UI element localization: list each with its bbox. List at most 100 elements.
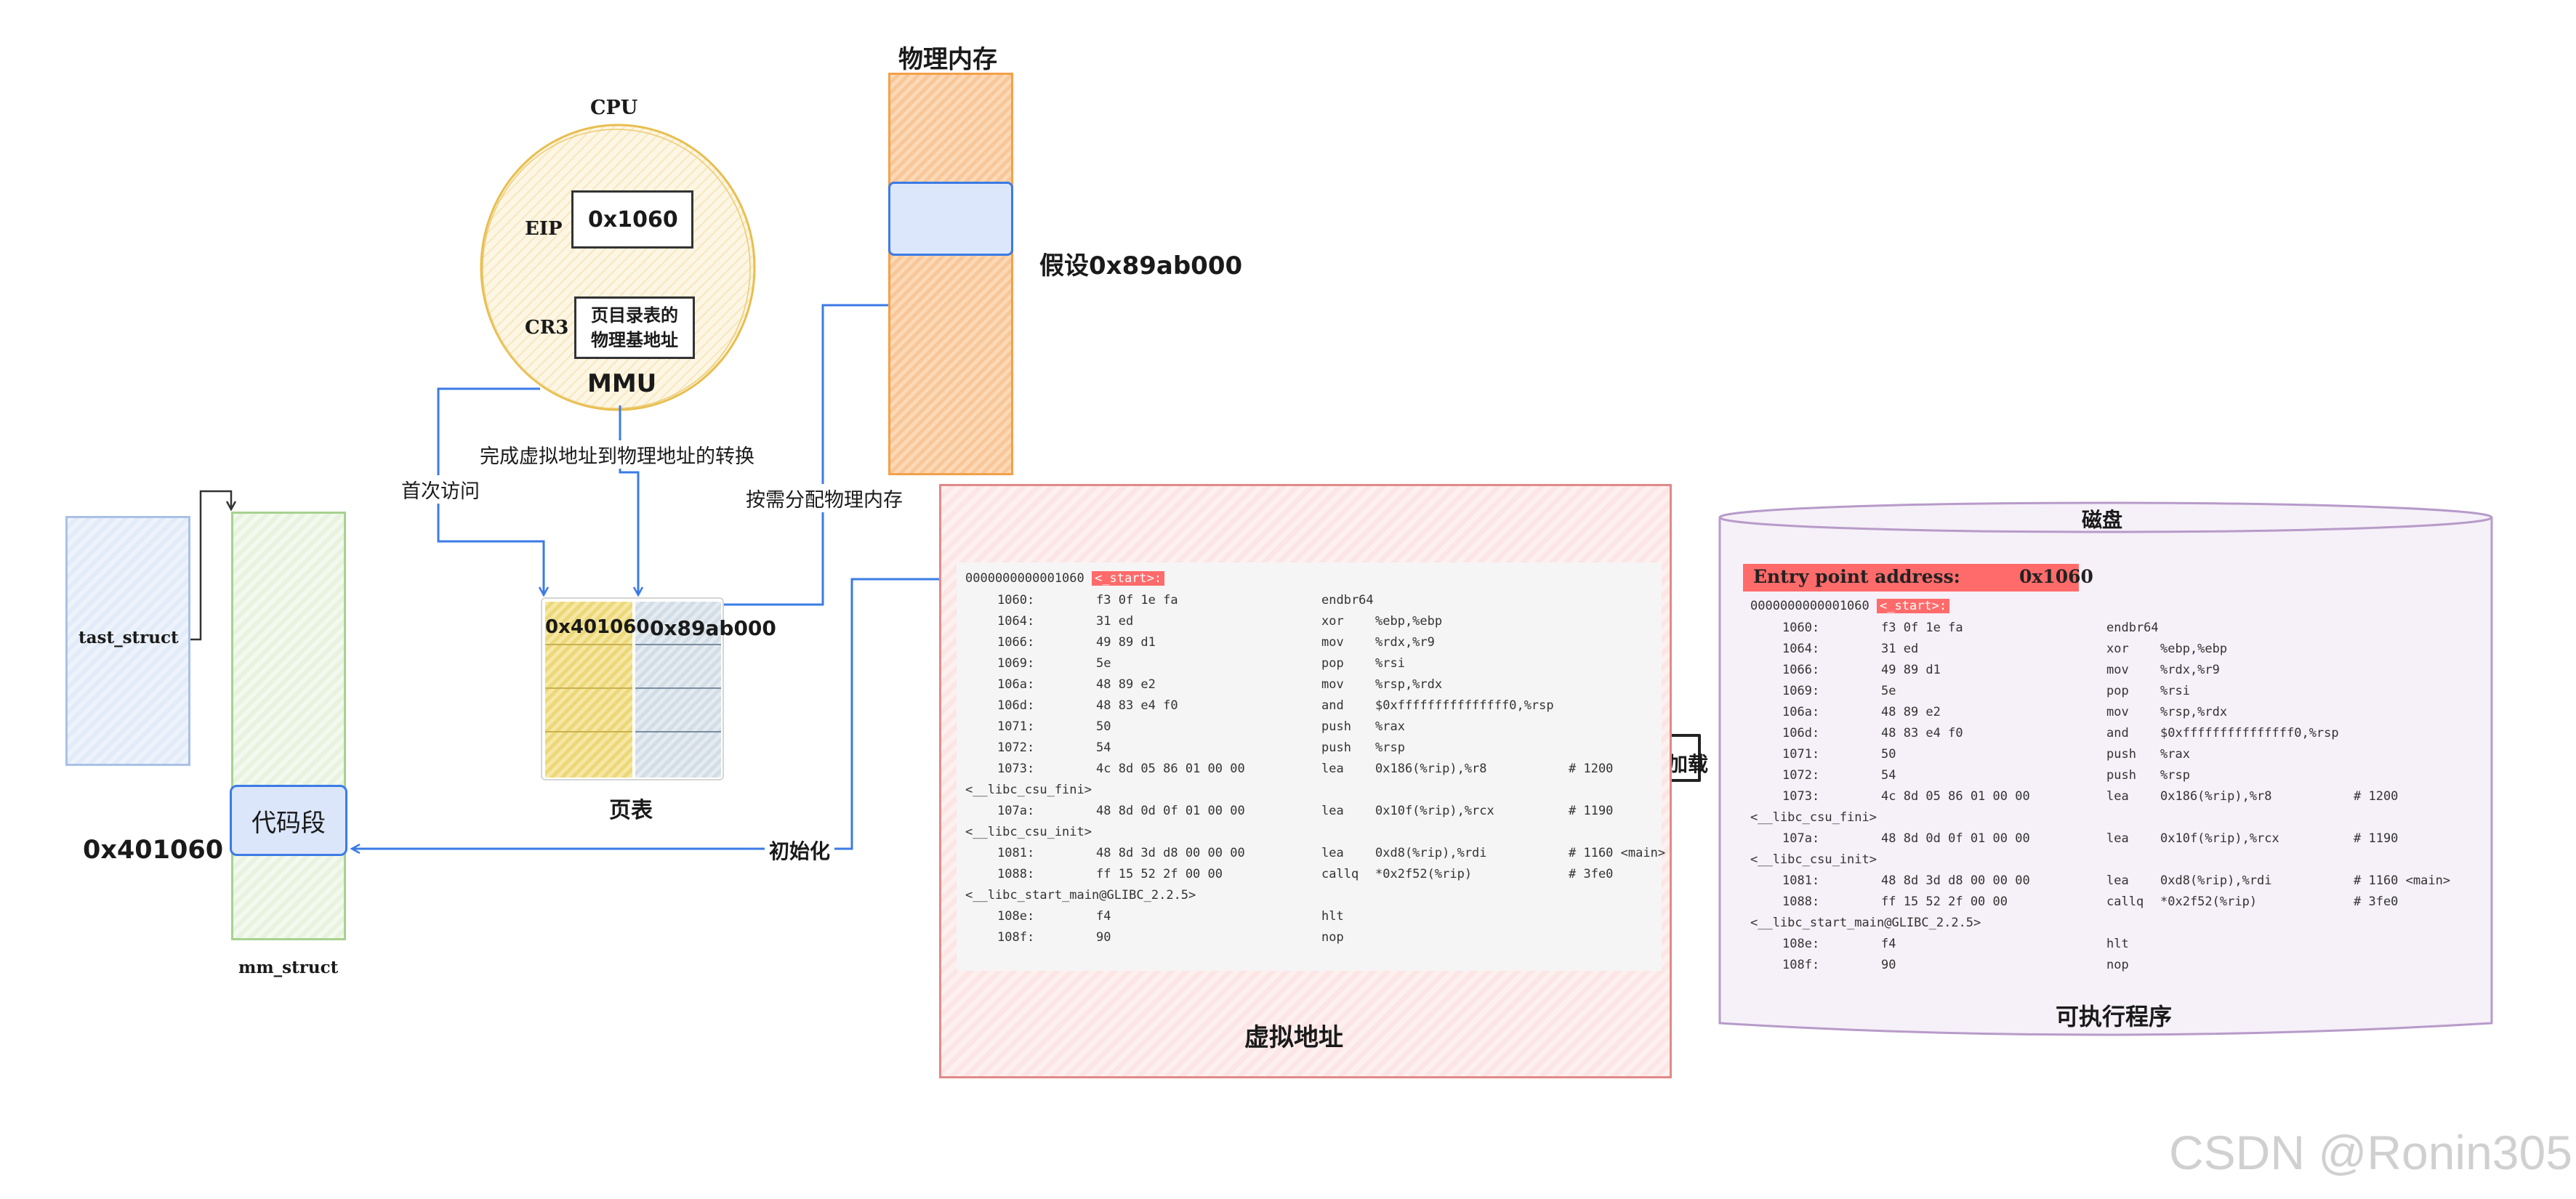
code-symbol-line: <__libc_csu_fini>	[965, 780, 1663, 801]
entry-point-bar: Entry point address: 0x1060	[1743, 564, 2093, 592]
virtual-start-address: 0000000000001060	[965, 571, 1084, 586]
code-bytes: 48 89 e2	[1096, 677, 1156, 692]
code-bytes: 90	[1096, 930, 1111, 945]
code-addr: 1088:	[997, 867, 1035, 881]
watermark: CSDN @Ronin305	[2169, 1126, 2572, 1179]
code-addr: 1060:	[1782, 621, 1820, 635]
code-addr: 1072:	[997, 740, 1035, 755]
code-addr: 1081:	[997, 846, 1035, 860]
code-addr: 108f:	[1782, 958, 1820, 972]
code-bytes: f3 0f 1e fa	[1881, 621, 1963, 635]
code-bytes: 48 83 e4 f0	[1096, 698, 1178, 713]
code-symbol-line: <__libc_csu_init>	[1750, 849, 2484, 871]
virtual-code-background	[957, 562, 1662, 971]
load-label: 加载	[1667, 752, 1709, 776]
code-addr: 106a:	[997, 677, 1035, 692]
assumed-physical-address: 假设0x89ab000	[1039, 251, 1243, 280]
code-op: pop	[1321, 656, 1344, 671]
code-text: <__libc_csu_init>	[1750, 852, 1877, 867]
code-op: lea	[1321, 846, 1344, 860]
code-op: push	[2106, 768, 2136, 783]
disk-cylinder	[1718, 501, 2493, 1036]
eip-register: 0x1060	[571, 190, 693, 249]
code-op: lea	[2106, 831, 2129, 846]
page-table-title: 页表	[609, 798, 653, 823]
code-addr: 1073:	[1782, 789, 1820, 804]
code-args: 0xd8(%rip),%rdi	[1375, 846, 1487, 860]
physical-memory-title: 物理内存	[898, 45, 997, 74]
code-instruction-line: 1081: 48 8d 3d d8 00 00 00 lea 0xd8(%rip),%…	[965, 843, 1666, 864]
code-addr: 107a:	[1782, 831, 1820, 846]
code-comment: # 3fe0	[2354, 895, 2399, 909]
code-text: <__libc_start_main@GLIBC_2.2.5>	[1750, 916, 1981, 930]
code-bytes: 4c 8d 05 86 01 00 00	[1881, 789, 2030, 804]
code-args: %rax	[2160, 747, 2190, 762]
code-op: xor	[2106, 642, 2129, 656]
code-bytes: 54	[1096, 740, 1111, 755]
task-struct-label: tast_struct	[79, 628, 179, 647]
code-text: <__libc_csu_fini>	[1750, 810, 1877, 825]
cr3-value-line2: 物理基地址	[591, 330, 678, 350]
cr3-value-line1: 页目录表的	[591, 305, 678, 326]
entry-point-label: Entry point address:	[1753, 566, 1960, 587]
cr3-label: CR3	[525, 317, 569, 339]
code-bytes: f4	[1881, 937, 1896, 951]
physical-page-frame	[888, 182, 1013, 256]
code-bytes: 48 89 e2	[1881, 705, 1941, 719]
physical-memory-block	[888, 73, 1013, 475]
code-args: 0x186(%rip),%r8	[2160, 789, 2272, 804]
code-comment: # 1190	[1569, 804, 1614, 818]
code-addr: 1081:	[1782, 873, 1820, 888]
task-struct-block	[65, 516, 190, 766]
code-op: callq	[1321, 867, 1359, 881]
code-addr: 108f:	[997, 930, 1035, 945]
code-symbol-line: <__libc_start_main@GLIBC_2.2.5>	[1750, 913, 2484, 934]
code-addr: 108e:	[1782, 937, 1820, 951]
code-op: callq	[2106, 895, 2144, 909]
code-addr: 1066:	[1782, 663, 1820, 677]
code-instruction-line: 1073: 4c 8d 05 86 01 00 00 lea 0x186(%rip),…	[1750, 786, 2484, 807]
virtual-start-tag: <_start>:	[1092, 571, 1165, 586]
code-args: %ebp,%ebp	[2160, 642, 2228, 656]
code-op: lea	[2106, 789, 2129, 804]
page-table-virtual-entry: 0x401060	[545, 616, 650, 638]
code-bytes: 48 8d 3d d8 00 00 00	[1096, 846, 1245, 860]
code-comment: # 1160 <main>	[2354, 873, 2451, 888]
code-addr: 1069:	[997, 656, 1035, 671]
code-op: and	[2106, 726, 2129, 740]
code-args: 0x10f(%rip),%rcx	[2160, 831, 2279, 846]
code-bytes: 90	[1881, 958, 1896, 972]
eip-value: 0x1060	[588, 206, 678, 233]
cr3-register: 页目录表的 物理基地址	[574, 296, 695, 359]
code-addr: 106d:	[997, 698, 1035, 713]
code-comment: # 1160 <main>	[1569, 846, 1666, 860]
code-addr: 1066:	[997, 635, 1035, 650]
code-bytes: f4	[1096, 909, 1111, 924]
code-comment: # 3fe0	[1569, 867, 1614, 881]
initialize-label: 初始化	[765, 836, 835, 865]
page-table-physical-column	[635, 602, 721, 778]
code-op: hlt	[1321, 909, 1344, 924]
code-segment-address: 0x401060	[83, 836, 224, 865]
code-symbol-line: <__libc_start_main@GLIBC_2.2.5>	[965, 885, 1663, 906]
first-access-label: 首次访问	[398, 475, 483, 504]
